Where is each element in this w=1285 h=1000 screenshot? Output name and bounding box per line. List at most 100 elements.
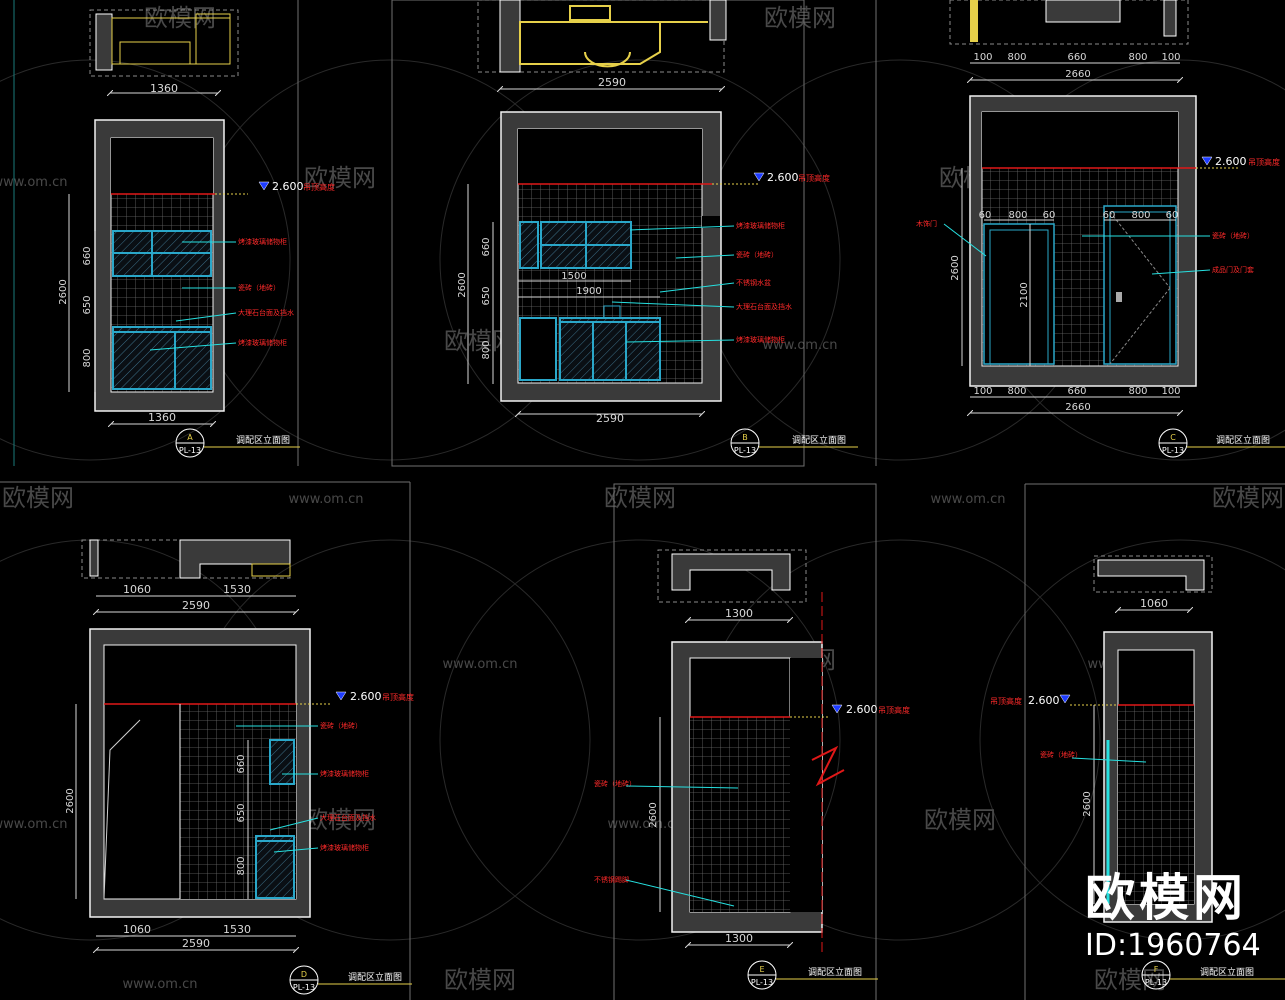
panel-f-title: 调配区立面图 bbox=[1200, 966, 1254, 978]
panel-c-level-marker: 2.600 吊顶高度 bbox=[1201, 155, 1280, 168]
watermark-url-tile: www.om.cn bbox=[0, 817, 67, 832]
panel-b-title-block: B PL-13 调配区立面图 bbox=[730, 428, 858, 458]
panel-a-plan-width: 1360 bbox=[150, 82, 178, 95]
watermark-url-tile: www.om.cn bbox=[0, 175, 67, 190]
watermark-brand-tile: 欧模网 bbox=[444, 966, 516, 994]
panel-b-w1: 1500 bbox=[561, 271, 586, 282]
svg-text:800: 800 bbox=[1128, 52, 1147, 63]
panel-d-h1: 660 bbox=[236, 754, 247, 773]
panel-a-upper-cabinet bbox=[112, 230, 212, 277]
svg-text:800: 800 bbox=[1008, 210, 1027, 221]
svg-text:800: 800 bbox=[1007, 52, 1026, 63]
panel-b-height: 2600 bbox=[457, 272, 468, 297]
svg-text:100: 100 bbox=[1161, 52, 1180, 63]
panel-a-lower-cabinet bbox=[112, 326, 212, 390]
panel-b-h2: 650 bbox=[481, 286, 492, 305]
svg-text:60: 60 bbox=[1043, 210, 1056, 221]
svg-text:不锈钢水盆: 不锈钢水盆 bbox=[736, 278, 771, 287]
panel-c-plan bbox=[949, 0, 1189, 45]
watermark-brand-tile: 欧模网 bbox=[604, 484, 676, 512]
svg-text:烤漆玻璃储物柜: 烤漆玻璃储物柜 bbox=[320, 769, 369, 778]
svg-text:100: 100 bbox=[1161, 386, 1180, 397]
watermark-circle bbox=[439, 59, 841, 461]
svg-text:C: C bbox=[1170, 433, 1176, 442]
panel-a-title-block: A PL-13 调配区立面图 bbox=[175, 428, 300, 458]
svg-text:烤漆玻璃储物柜: 烤漆玻璃储物柜 bbox=[320, 843, 369, 852]
panel-b-plan bbox=[477, 0, 727, 73]
watermark-brand: 欧模网 bbox=[1085, 869, 1247, 927]
svg-text:60: 60 bbox=[1166, 210, 1179, 221]
svg-text:PL-13: PL-13 bbox=[1162, 446, 1184, 455]
panel-a-level: 2.600 bbox=[272, 180, 304, 193]
watermark-url-tile: www.om.cn bbox=[123, 977, 198, 992]
svg-text:1060: 1060 bbox=[123, 583, 151, 596]
watermark-brand-tile: 欧模网 bbox=[764, 4, 836, 32]
panel-f-plan-width: 1060 bbox=[1140, 597, 1168, 610]
panel-e-plan-width: 1300 bbox=[725, 607, 753, 620]
panel-d-title-block: D PL-13 调配区立面图 bbox=[289, 965, 412, 995]
svg-text:E: E bbox=[759, 965, 764, 974]
svg-text:瓷砖（地砖）: 瓷砖（地砖） bbox=[1212, 231, 1254, 240]
panel-d-level-marker: 2.600 吊顶高度 bbox=[335, 690, 414, 703]
svg-text:烤漆玻璃储物柜: 烤漆玻璃储物柜 bbox=[238, 338, 287, 347]
panel-c-level: 2.600 bbox=[1215, 155, 1247, 168]
panel-b-level-note: 吊顶高度 bbox=[798, 173, 830, 183]
watermark-brand-tile: 欧模网 bbox=[2, 484, 74, 512]
panel-e-vertical-dims: 2600 bbox=[648, 717, 661, 912]
panel-c-doors bbox=[983, 205, 1177, 365]
panel-c-level-note: 吊顶高度 bbox=[1248, 157, 1280, 167]
panel-d-plan bbox=[81, 539, 291, 579]
panel-d-h3: 800 bbox=[236, 856, 247, 875]
panel-c-title-block: C PL-13 调配区立面图 bbox=[1158, 428, 1285, 458]
svg-text:100: 100 bbox=[973, 386, 992, 397]
panel-d-elevation: 1060 1530 2590 2600 660 650 800 1060 1 bbox=[65, 539, 414, 995]
panel-b-level-marker: 2.600 吊顶高度 bbox=[753, 171, 830, 184]
svg-text:60: 60 bbox=[1103, 210, 1116, 221]
panel-f-plan bbox=[1093, 555, 1213, 593]
panel-b-lower-cabinet bbox=[519, 305, 661, 381]
panel-a-vertical-dims: 2600 660 650 800 bbox=[58, 194, 96, 392]
panel-c-height: 2600 bbox=[950, 255, 961, 280]
watermark-badge: 欧模网 ID:1960764 bbox=[1085, 868, 1275, 964]
panel-d-cabinets bbox=[255, 739, 295, 899]
panel-d-level-note: 吊顶高度 bbox=[382, 692, 414, 702]
panel-b-plan-width: 2590 bbox=[598, 76, 626, 89]
panel-d-title: 调配区立面图 bbox=[348, 971, 402, 983]
panel-d-plan-width: 2590 bbox=[182, 599, 210, 612]
panel-f-level-note: 吊顶高度 bbox=[990, 696, 1022, 706]
svg-text:烤漆玻璃储物柜: 烤漆玻璃储物柜 bbox=[238, 237, 287, 246]
panel-d-elev-width: 2590 bbox=[182, 937, 210, 950]
watermark-brand-tile: 欧模网 bbox=[304, 806, 376, 834]
panel-f-vertical-dims: 2600 bbox=[1082, 705, 1095, 904]
svg-text:瓷砖（地砖）: 瓷砖（地砖） bbox=[594, 779, 636, 788]
panel-b-level: 2.600 bbox=[767, 171, 799, 184]
watermark-brand-tile: 欧模网 bbox=[304, 164, 376, 192]
svg-text:B: B bbox=[742, 433, 748, 442]
svg-text:木饰门: 木饰门 bbox=[916, 219, 937, 228]
svg-text:大理石台面及挡水: 大理石台面及挡水 bbox=[736, 302, 792, 311]
panel-a-elevation: 1360 2600 660 650 800 1360 2.600 bbox=[58, 9, 335, 458]
panel-b-h3: 800 bbox=[481, 340, 492, 359]
panel-a-h2: 650 bbox=[82, 295, 93, 314]
svg-text:1530: 1530 bbox=[223, 923, 251, 936]
watermark-circle bbox=[979, 539, 1285, 941]
svg-text:D: D bbox=[301, 970, 307, 979]
panel-f-height: 2600 bbox=[1082, 791, 1093, 816]
panel-c-plan-width: 2660 bbox=[1065, 69, 1090, 80]
panel-c-notes: 木饰门 瓷砖（地砖） 成品门及门套 bbox=[916, 219, 1254, 275]
panel-a-h3: 800 bbox=[82, 348, 93, 367]
svg-text:瓷砖（地砖）: 瓷砖（地砖） bbox=[320, 721, 362, 730]
svg-text:PL-13: PL-13 bbox=[734, 446, 756, 455]
watermark-circle bbox=[439, 539, 841, 941]
watermark-url-tile: www.om.cn bbox=[608, 817, 683, 832]
watermark-url-tile: www.om.cn bbox=[289, 492, 364, 507]
panel-f-level-marker: 吊顶高度 2.600 bbox=[990, 694, 1071, 707]
panel-b-w2: 1900 bbox=[576, 286, 601, 297]
panel-e-plan bbox=[657, 549, 807, 603]
svg-text:PL-13: PL-13 bbox=[293, 983, 315, 992]
svg-text:60: 60 bbox=[979, 210, 992, 221]
watermark-brand-tile: 欧模网 bbox=[1212, 484, 1284, 512]
panel-e-height: 2600 bbox=[648, 802, 659, 827]
panel-f-title-block: F PL-13 调配区立面图 bbox=[1141, 960, 1285, 990]
